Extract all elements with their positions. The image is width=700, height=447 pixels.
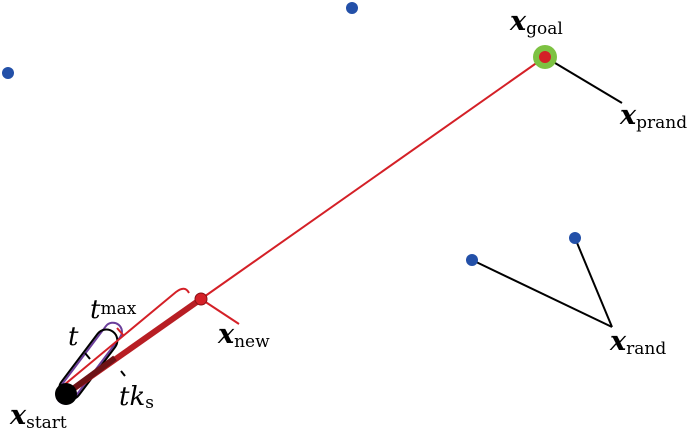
label-x-rand: xrand [609, 326, 666, 359]
tks-tick [120, 370, 126, 377]
label-x-prand: xprand [619, 100, 687, 133]
new-node [194, 292, 208, 306]
tree-node [346, 2, 358, 14]
label-x-new: xnew [217, 319, 270, 352]
start-node [55, 383, 77, 405]
tree-node [2, 67, 14, 79]
tmax-bracket [57, 287, 190, 391]
label-x-goal: xgoal [509, 6, 563, 39]
tree-node [569, 232, 581, 244]
label-x-start: xstart [9, 400, 67, 433]
prand-edge [544, 56, 623, 104]
tree-node [466, 254, 478, 266]
t-tick [84, 352, 91, 360]
label-t: t [68, 322, 79, 352]
goal-node [539, 51, 551, 63]
label-t-max: tmax [90, 295, 137, 325]
path-to-goal [200, 56, 546, 300]
label-tk-s: tks [119, 382, 154, 413]
new-tick [200, 298, 240, 325]
rand-edge [574, 237, 613, 328]
rand-edge [471, 259, 613, 328]
tmax-tick [116, 327, 125, 337]
